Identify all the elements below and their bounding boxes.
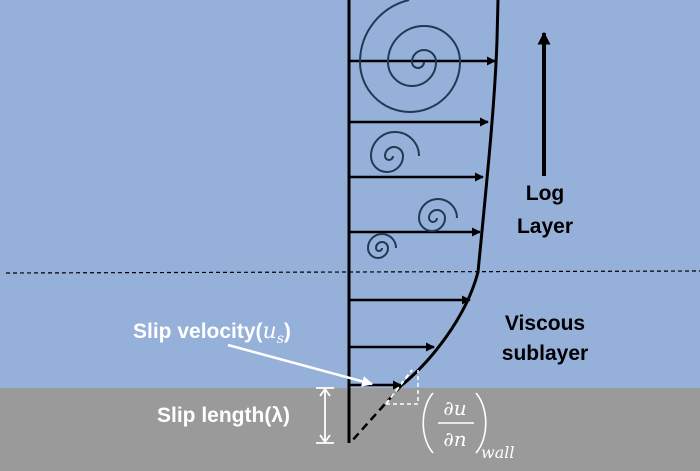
log-layer-label-line2: Layer (517, 215, 573, 238)
layer-boundary-line (5, 270, 700, 274)
velocity-profile-curve (401, 0, 500, 387)
slip-velocity-label: Slip velocity(us) (133, 319, 291, 347)
viscous-sublayer-label-line1: Viscous (505, 312, 585, 335)
gradient-subscript: wall (481, 443, 514, 462)
wall-tangent-line (385, 369, 413, 405)
slip-length-label: Slip length(λ) (157, 404, 290, 427)
eddies (358, 0, 462, 259)
viscous-sublayer-label-line2: sublayer (502, 342, 588, 365)
right-paren (475, 392, 487, 454)
slip-velocity-pointer (227, 343, 374, 387)
slip-length-dimension (316, 387, 334, 444)
gradient-numerator: ∂u (443, 396, 466, 420)
eddy-large-icon (358, 0, 462, 113)
velocity-arrows (349, 56, 496, 390)
eddy-medium-icon (369, 131, 420, 173)
wall-gradient-expression: ∂u ∂n wall (422, 392, 514, 462)
gradient-denominator: ∂n (443, 427, 466, 451)
eddy-tiny-icon (366, 233, 397, 259)
eddy-small-icon (417, 198, 458, 232)
gradient-triangle (386, 370, 419, 405)
log-layer-label-line1: Log (526, 182, 564, 205)
left-paren (422, 392, 434, 454)
